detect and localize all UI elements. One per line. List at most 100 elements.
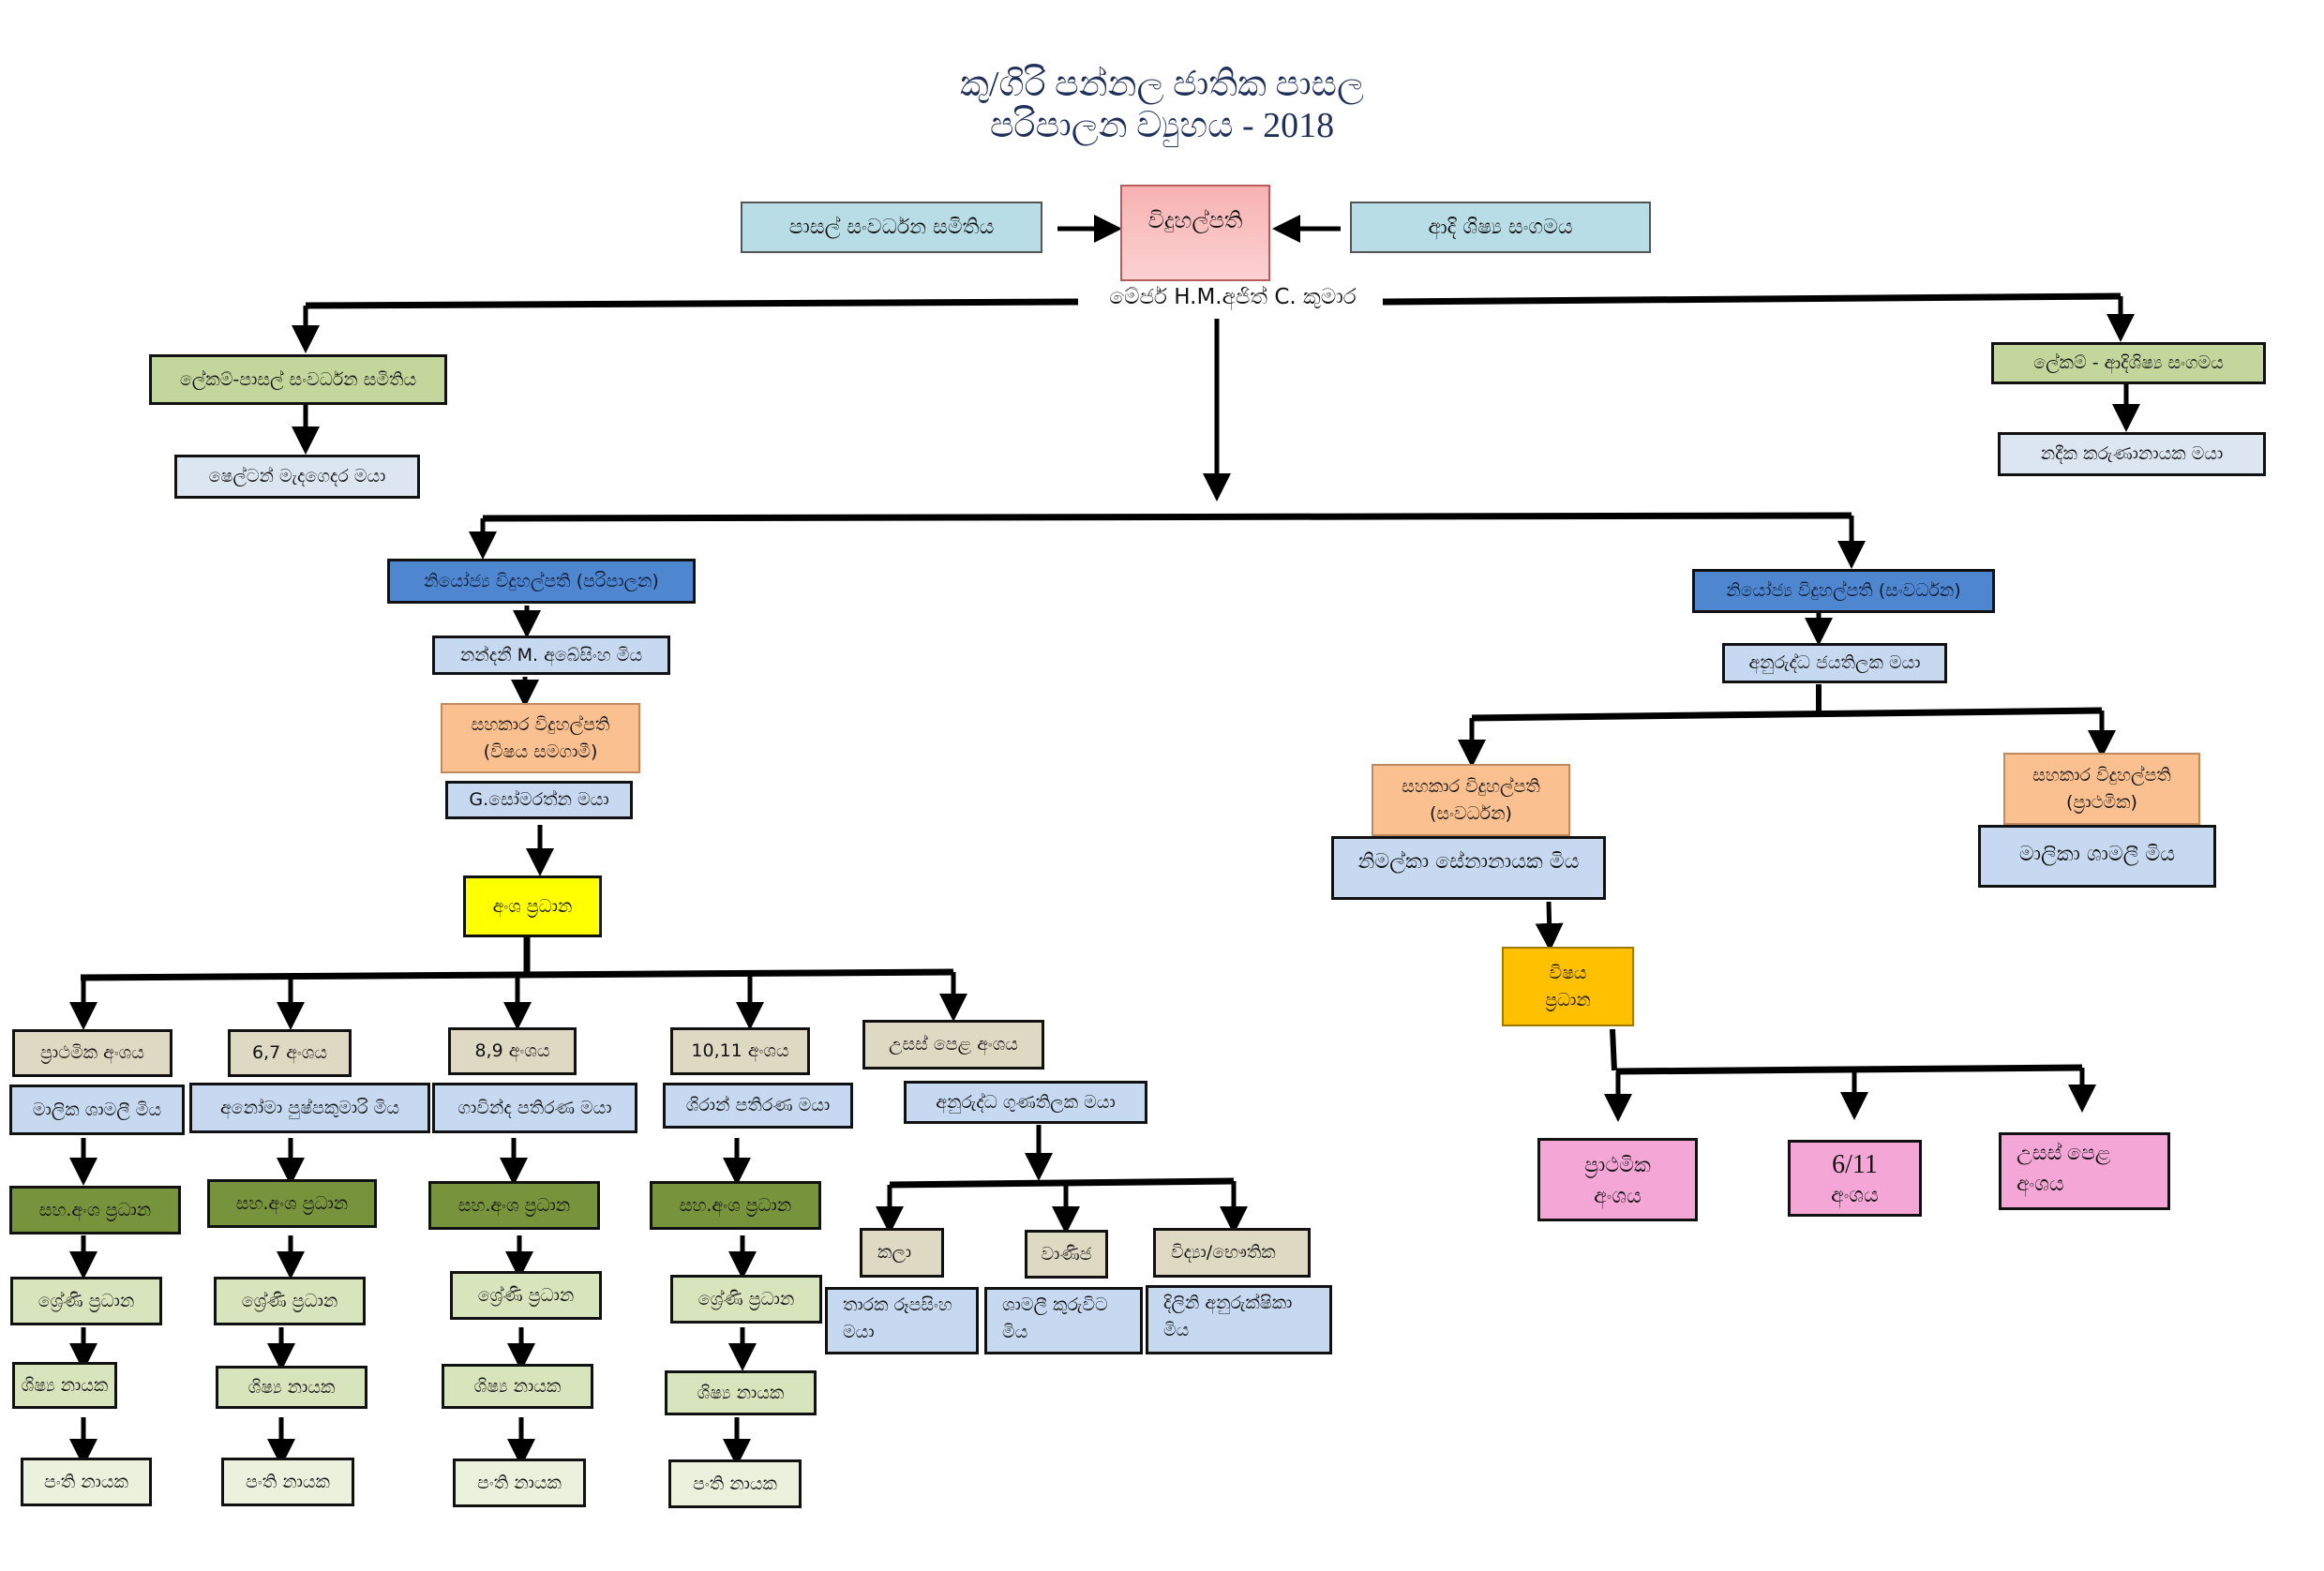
- class-leader: පංති නායක: [668, 1459, 802, 1508]
- page-title-line2: පරිපාලන ව්‍යුහය - 2018: [989, 106, 1335, 145]
- student-leader-text: ශිෂ්‍ය නායක: [697, 1382, 785, 1403]
- class-leader: පංති නායක: [453, 1459, 586, 1507]
- dev-section-line2: අංශය: [1831, 1182, 1879, 1206]
- section-head-name: ගාවින්ද පතිරණ මයා: [432, 1083, 637, 1133]
- stream-science-head: දිලිනි අනුරුක්ෂිකා මිය: [1146, 1285, 1332, 1354]
- dev-section-line1: උසස් පෙළ: [2017, 1141, 2111, 1164]
- deputy-section-head-text: සහ.අංශ ප්‍රධාන: [457, 1194, 571, 1216]
- streams-hline: [889, 1177, 1235, 1189]
- assistant-dev-title-1: සහකාර විදුහල්පති: [1402, 776, 1540, 797]
- student-leader-text: ශිෂ්‍ය නායක: [247, 1376, 336, 1398]
- section-head-name-text: අනුරුද්ධ ගුණතිලක මයා: [936, 1091, 1116, 1113]
- deputy-admin-title: නියෝජ්‍ය විදුහල්පති (පරිපාලන): [424, 570, 659, 591]
- section-grade-6-7: 6,7 අංශය: [228, 1029, 352, 1077]
- assistant-dev-title-2: (සංවර්ධන): [1430, 802, 1512, 824]
- section-head-name: ශිරාන් පතිරණ මයා: [663, 1083, 853, 1129]
- student-leader: ශිෂ්‍ය නායක: [442, 1364, 593, 1409]
- deputy-dev-name: අනුරුද්ධ ජයතිලක මයා: [1748, 652, 1921, 674]
- subject-head-line2: ප්‍රධාන: [1545, 989, 1591, 1010]
- old-pupils-association-box: ආදි ශිෂ්‍ය සංගමය: [1350, 202, 1651, 253]
- deputy-section-head: සහ.අංශ ප්‍රධාන: [207, 1179, 377, 1228]
- stream-head-line1: තාරක රූපසිංහ: [843, 1294, 952, 1315]
- section-head-label: අංශ ප්‍රධාන: [492, 895, 573, 917]
- stream-commerce: වාණිජ: [1025, 1230, 1108, 1279]
- assistant-cocurricular-name: G.සෝමරත්න මයා: [469, 789, 609, 811]
- section-name: උසස් පෙළ අංශය: [889, 1034, 1018, 1055]
- class-leader: පංති නායක: [221, 1458, 354, 1506]
- student-leader: ශිෂ්‍ය නායක: [665, 1370, 817, 1415]
- deputy-section-head: සහ.අංශ ප්‍රධාන: [9, 1186, 181, 1234]
- section-head-name: අනුරුද්ධ ගුණතිලක මයා: [904, 1081, 1147, 1124]
- student-leader: ශිෂ්‍ය නායක: [216, 1366, 367, 1409]
- grade-head: ශ්‍රේණි ප්‍රධාන: [670, 1275, 822, 1324]
- deputy-section-head: සහ.අංශ ප්‍රධාන: [650, 1181, 821, 1230]
- grade-head: ශ්‍රේණි ප්‍රධාන: [214, 1277, 366, 1325]
- assistant-primary-box: සහකාර විදුහල්පති (ප්‍රාථමික): [2003, 753, 2200, 825]
- grade-head-text: ශ්‍රේණි ප්‍රධාන: [477, 1284, 575, 1306]
- assistant-cocurricular-title-1: සහකාර විදුහල්පති: [471, 714, 610, 735]
- dev-section-6-11: 6/11 අංශය: [1788, 1140, 1922, 1217]
- principal-name: මේජර් H.M.අජිත් C. කුමාර: [1083, 285, 1383, 309]
- opa-secretary-title: ලේකම් - ආදිශිෂ්‍ය සංගමය: [2033, 352, 2224, 374]
- student-leader: ශිෂ්‍ය නායක: [12, 1362, 117, 1409]
- assistant-dev-box: සහකාර විදුහල්පති (සංවර්ධන): [1372, 764, 1570, 836]
- assistant-cocurricular-box: සහකාර විදුහල්පති (විෂය සමගාමී): [441, 703, 640, 773]
- sdc-secretary-title: ලේකම්-පාසල් සංවර්ධන සමිතිය: [179, 368, 417, 390]
- deputy-admin-name-box: නන්දනී M. අබේසිංහ මිය: [432, 636, 670, 675]
- class-leader-text: පංති නායක: [693, 1473, 777, 1494]
- assistant-dev-name: නිමල්කා සේනානායක මිය: [1357, 850, 1580, 874]
- dev-section-line2: අංශය: [1594, 1183, 1642, 1207]
- principal-label: විදුහල්පති: [1147, 207, 1243, 233]
- sections-hline: [80, 968, 954, 981]
- dev-section-line1: ප්‍රාථමික: [1584, 1152, 1651, 1176]
- sdc-secretary-name-box: ෂෙල්ටන් මැදගෙදර මයා: [174, 455, 420, 499]
- dev-section-line2: අංශය: [2017, 1172, 2064, 1195]
- principal-hline-right: [1382, 292, 2122, 306]
- stream-name: විද්‍යා/භෞතික: [1171, 1242, 1276, 1264]
- section-head-name: මාලික ශාමලී මිය: [9, 1085, 185, 1135]
- deputy-admin-box: නියෝජ්‍ය විදුහල්පති (පරිපාලන): [387, 559, 696, 604]
- assistants-hline: [1471, 707, 2103, 722]
- deputy-dev-name-box: අනුරුද්ධ ජයතිලක මයා: [1722, 643, 1947, 683]
- deputy-dev-title: නියෝජ්‍ය විදුහල්පති (සංවර්ධන): [1726, 580, 1961, 602]
- assistant-dev-name-box: නිමල්කා සේනානායක මිය: [1331, 836, 1606, 900]
- section-primary: ප්‍රාථමික අංශය: [12, 1029, 172, 1077]
- principal-box: විදුහල්පති: [1120, 185, 1270, 281]
- development-committee-box: පාසල් සංවර්ධන සමිතිය: [741, 202, 1042, 253]
- section-head-name-text: මාලික ශාමලී මිය: [32, 1099, 162, 1120]
- section-name: 10,11 අංශය: [691, 1040, 789, 1062]
- grade-head-text: ශ්‍රේණි ප්‍රධාන: [37, 1290, 135, 1311]
- deputy-dev-box: නියෝජ්‍ය විදුහල්පති (සංවර්ධන): [1692, 569, 1995, 613]
- section-head-name: අනෝමා පුෂ්පකුමාරි මිය: [189, 1083, 430, 1133]
- old-pupils-association-label: ආදි ශිෂ්‍ය සංගමය: [1428, 216, 1573, 239]
- opa-secretary-name-box: නදීක කරුණානායක මයා: [1998, 432, 2266, 476]
- stream-head-line2: මිය: [1002, 1321, 1028, 1342]
- assistant-cocurricular-title-2: (විෂය සමගාමී): [483, 741, 598, 762]
- grade-head: ශ්‍රේණි ප්‍රධාන: [450, 1271, 602, 1320]
- class-leader-text: පංති නායක: [477, 1472, 562, 1493]
- stream-head-line1: ශාමලී කුරුවිට: [1002, 1294, 1108, 1315]
- deputy-section-head-text: සහ.අංශ ප්‍රධාන: [679, 1194, 792, 1216]
- section-advanced-level: උසස් පෙළ අංශය: [862, 1020, 1044, 1070]
- assistant-primary-name-box: මාලිකා ශාමලී මිය: [1978, 825, 2216, 888]
- assistant-primary-name: මාලිකා ශාමලී මිය: [2018, 843, 2176, 866]
- assistant-primary-title-2: (ප්‍රාථමික): [2066, 791, 2137, 813]
- grade-head-text: ශ්‍රේණි ප්‍රධාන: [241, 1290, 338, 1311]
- dev-section-primary: ප්‍රාථමික අංශය: [1537, 1138, 1698, 1221]
- sdc-secretary-name: ෂෙල්ටන් මැදගෙදර මයා: [208, 466, 386, 487]
- stream-science: විද්‍යා/භෞතික: [1153, 1228, 1311, 1278]
- section-chain-arrows: [69, 1138, 757, 1467]
- section-head-box: අංශ ප්‍රධාන: [463, 875, 602, 937]
- stream-commerce-head: ශාමලී කුරුවිට මිය: [984, 1287, 1143, 1354]
- assistant-cocurricular-name-box: G.සෝමරත්න මයා: [445, 781, 633, 819]
- development-committee-label: පාසල් සංවර්ධන සමිතිය: [788, 216, 995, 239]
- section-head-name-text: ශිරාන් පතිරණ මයා: [685, 1095, 831, 1116]
- class-leader-text: පංති නායක: [246, 1471, 330, 1492]
- sdc-secretary-box: ලේකම්-පාසල් සංවර්ධන සමිතිය: [149, 354, 447, 405]
- opa-secretary-name: නදීක කරුණානායක මයා: [2040, 443, 2224, 465]
- stream-head-line2: මිය: [1163, 1319, 1190, 1340]
- subject-sections-hline: [1615, 1064, 2083, 1075]
- stream-arts: කලා: [860, 1228, 944, 1278]
- student-leader-text: ශිෂ්‍ය නායක: [21, 1374, 109, 1396]
